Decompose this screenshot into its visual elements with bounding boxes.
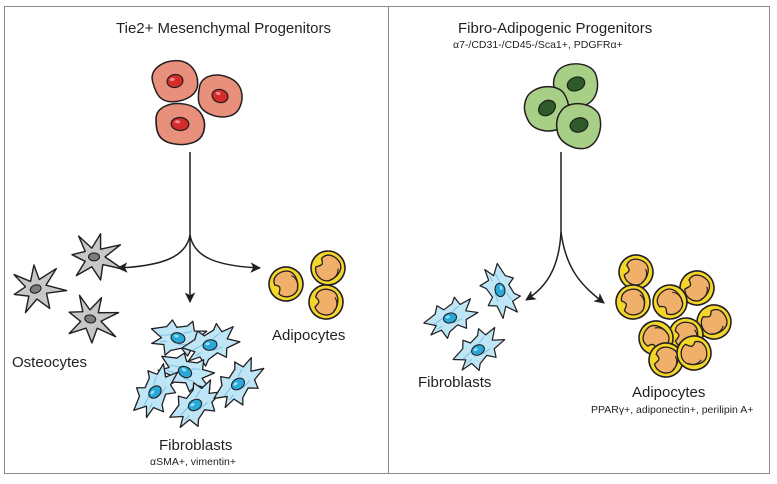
tie2-lineage-arrows — [116, 152, 262, 304]
left-adipocytes-label: Adipocytes — [272, 327, 346, 344]
left-panel-title: Tie2+ Mesenchymal Progenitors — [116, 20, 331, 37]
left-fibroblast-group — [120, 310, 275, 437]
osteocytes-label: Osteocytes — [12, 354, 88, 371]
adipocyte-markers-label: PPARγ+, adiponectin+, perilipin A+ — [591, 404, 754, 416]
fap-lineage-arrows — [525, 152, 605, 304]
left-fibroblasts-label: Fibroblasts — [159, 437, 233, 454]
tie2-progenitor-cluster — [148, 56, 248, 148]
right-panel-title: Fibro-Adipogenic Progenitors — [458, 20, 653, 37]
right-adipocytes-label: Adipocytes — [632, 384, 706, 401]
fibroblast-markers-label: αSMA+, vimentin+ — [150, 456, 237, 468]
right-fibroblasts-label: Fibroblasts — [418, 374, 492, 391]
right-fibroblast-group — [418, 259, 525, 380]
fap-markers-label: α7-/CD31-/CD45-/Sca1+, PDGFRα+ — [453, 39, 623, 51]
figure-frame — [4, 6, 770, 474]
left-adipocyte-group — [263, 243, 353, 323]
osteocyte-group — [6, 233, 124, 349]
panel-divider — [388, 6, 389, 474]
right-adipocyte-group — [612, 249, 739, 382]
fap-progenitor-cluster — [520, 63, 605, 152]
